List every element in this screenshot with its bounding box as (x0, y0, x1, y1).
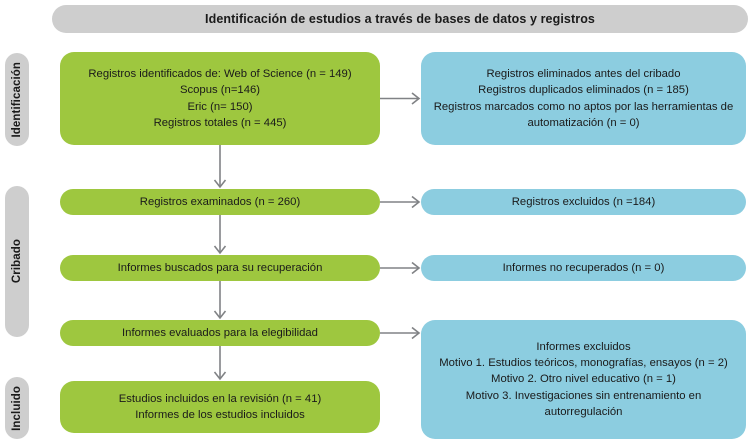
box-line: Eric (n= 150) (187, 100, 253, 113)
box-informes-buscados: Informes buscados para su recuperación (60, 255, 380, 281)
stage-label-text: Identificación (11, 61, 23, 138)
box-informes-evaluados: Informes evaluados para la elegibilidad (60, 320, 380, 346)
stage-label-text: Incluido (11, 385, 23, 431)
stage-label-identificacion: Identificación (5, 53, 29, 146)
stage-label-text: Cribado (11, 239, 23, 284)
box-line: Scopus (n=146) (179, 84, 261, 97)
box-line: Informes excluidos (536, 341, 631, 354)
box-estudios-incluidos: Estudios incluidos en la revisión (n = 4… (60, 381, 380, 433)
box-line: Informes evaluados para la elegibilidad (122, 326, 318, 339)
box-line: Registros excluidos (n =184) (511, 195, 656, 208)
box-line: Motivo 1. Estudios teóricos, monografías… (439, 357, 728, 370)
box-line: Estudios incluidos en la revisión (n = 4… (118, 392, 322, 405)
box-line: Informes no recuperados (n = 0) (502, 261, 665, 274)
box-line: Motivo 2. Otro nivel educativo (n = 1) (491, 373, 676, 386)
box-line: Registros examinados (n = 260) (139, 195, 301, 208)
box-informes-excluidos: Informes excluidos Motivo 1. Estudios te… (421, 320, 746, 439)
diagram-title-banner: Identificación de estudios a través de b… (52, 5, 748, 33)
box-line: Registros marcados como no aptos por las… (433, 100, 734, 129)
box-line: Registros identificados de: Web of Scien… (88, 68, 352, 81)
box-registros-excluidos: Registros excluidos (n =184) (421, 189, 746, 215)
box-registros-identificados: Registros identificados de: Web of Scien… (60, 52, 380, 145)
box-line: Informes buscados para su recuperación (117, 261, 323, 274)
box-registros-eliminados: Registros eliminados antes del cribado R… (421, 52, 746, 145)
box-line: Registros duplicados eliminados (n = 185… (478, 84, 689, 97)
box-registros-examinados: Registros examinados (n = 260) (60, 189, 380, 215)
stage-label-cribado: Cribado (5, 186, 29, 337)
stage-label-incluido: Incluido (5, 377, 29, 439)
box-line: Registros totales (n = 445) (153, 116, 287, 129)
page-title: Identificación de estudios a través de b… (205, 12, 595, 26)
box-line: Motivo 3. Investigaciones sin entrenamie… (465, 389, 702, 418)
box-line: Informes de los estudios incluidos (135, 409, 305, 421)
box-line: Registros eliminados antes del cribado (486, 68, 681, 81)
box-informes-no-recuperados: Informes no recuperados (n = 0) (421, 255, 746, 281)
